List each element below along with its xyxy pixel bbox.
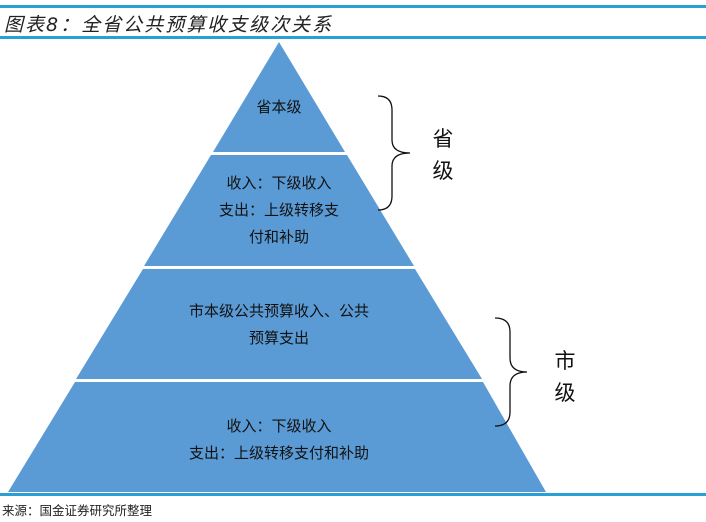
layer-2-line-1: 收入：下级收入 — [226, 174, 331, 192]
province-label-1: 省 — [433, 127, 454, 151]
source-rule — [0, 493, 706, 496]
pyramid-layer-2 — [144, 155, 414, 266]
province-brace — [377, 95, 411, 211]
layer-4-line-1: 收入：下级收入 — [226, 417, 331, 435]
layer-1-line-1: 省本级 — [256, 98, 301, 116]
layer-3-line-1: 市本级公共预算收入、公共 — [189, 302, 369, 320]
title-top-rule — [0, 5, 706, 8]
title-bottom-rule — [0, 36, 706, 39]
city-label-2: 级 — [555, 381, 576, 405]
figure-title: 图表8：全省公共预算收支级次关系 — [4, 14, 334, 36]
pyramid-layer-3 — [76, 269, 482, 379]
city-label-1: 市 — [555, 349, 576, 373]
layer-4-line-2: 支出：上级转移支付和补助 — [189, 444, 369, 462]
city-brace — [494, 317, 528, 427]
province-label-2: 级 — [433, 159, 454, 183]
source-note: 来源：国金证券研究所整理 — [2, 503, 153, 518]
layer-2-line-2: 支出：上级转移支 — [219, 201, 339, 219]
pyramid-layer-4 — [8, 382, 546, 492]
pyramid-layer-1 — [213, 42, 345, 152]
layer-3-line-2: 预算支出 — [249, 329, 309, 347]
layer-2-line-3: 付和补助 — [249, 228, 309, 246]
